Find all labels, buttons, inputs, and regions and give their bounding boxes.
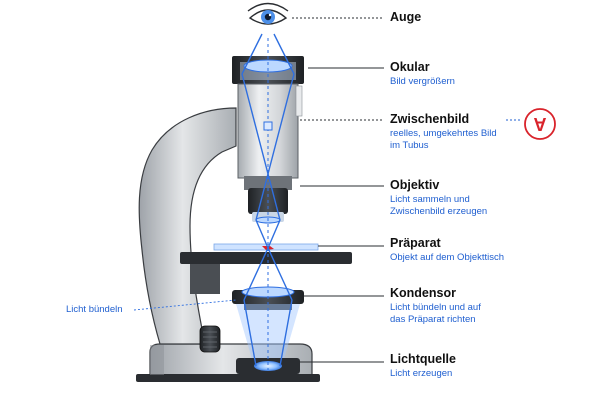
label-eye-title: Auge xyxy=(390,10,422,24)
label-specimen-desc-line: Objekt auf dem Objekttisch xyxy=(390,252,505,263)
label-condenser-desc: Licht bündeln und auf das Präparat richt… xyxy=(390,302,481,326)
label-objective-title: Objektiv xyxy=(390,178,440,192)
label-objective-desc: Licht sammeln und Zwischenbild erzeugen xyxy=(390,194,487,218)
label-specimen-desc: Objekt auf dem Objekttisch xyxy=(390,252,504,264)
label-objective-desc-line: Zwischenbild erzeugen xyxy=(390,206,488,217)
illumination-cone xyxy=(236,304,300,366)
label-ocular-desc: Bild vergrößern xyxy=(390,76,455,88)
eye-icon xyxy=(247,2,289,25)
label-objective-desc-line: Licht sammeln und xyxy=(390,194,470,205)
leader-lines xyxy=(133,17,522,363)
label-condenser-desc-line: das Präparat richten xyxy=(390,314,476,325)
label-light-source-desc-line: Licht erzeugen xyxy=(390,368,453,379)
label-specimen-title: Präparat xyxy=(390,236,441,250)
microscope-arm xyxy=(138,107,237,345)
microscope-base xyxy=(136,343,320,382)
label-light-source-title: Lichtquelle xyxy=(390,352,456,366)
label-intermediate-desc-line: im Tubus xyxy=(390,140,429,151)
label-intermediate-desc-line: reelles, umgekehrtes Bild xyxy=(390,128,497,139)
label-light-source-desc: Licht erzeugen xyxy=(390,368,452,380)
label-ocular-desc-line: Bild vergrößern xyxy=(390,76,455,87)
label-ocular-title: Okular xyxy=(390,60,430,74)
intermediate-image-marker xyxy=(263,121,273,131)
specimen-stage xyxy=(180,243,352,294)
label-intermediate-title: Zwischenbild xyxy=(390,112,470,126)
inverted-image-icon: A xyxy=(524,108,556,140)
focus-knob xyxy=(199,325,221,353)
lamp xyxy=(236,358,300,374)
inverted-letter: A xyxy=(534,114,547,134)
label-intermediate-desc: reelles, umgekehrtes Bild im Tubus xyxy=(390,128,497,152)
label-condenser-side: Licht bündeln xyxy=(66,304,123,315)
light-path xyxy=(241,33,295,370)
label-condenser-title: Kondensor xyxy=(390,286,456,300)
label-condenser-desc-line: Licht bündeln und auf xyxy=(390,302,481,313)
